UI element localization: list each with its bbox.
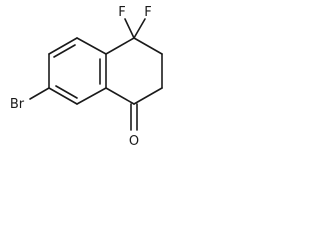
aromatic-double-bond-bottom [55,85,78,99]
bond-c1-c10 [105,87,135,105]
bond-c5-c4 [105,37,135,55]
bond-c5-c6 [76,37,107,55]
bond-c9-c10 [76,87,107,105]
bond-c8-c9 [48,87,78,105]
aromatic-double-bond-top [53,44,76,58]
fluorine-right-label: F [144,5,151,20]
bond-c4-f-left [124,18,135,39]
fluorine-left-label: F [118,5,125,20]
bromine-label: Br [10,97,25,112]
bond-c4-f-right [133,18,146,39]
bond-c4-c3 [133,37,163,55]
chemical-structure-diagram: F F O Br [10,5,163,149]
bond-c6-c7 [48,37,78,55]
bond-c2-c1 [133,87,163,105]
bond-c7-br [29,87,50,100]
oxygen-label: O [129,134,139,149]
